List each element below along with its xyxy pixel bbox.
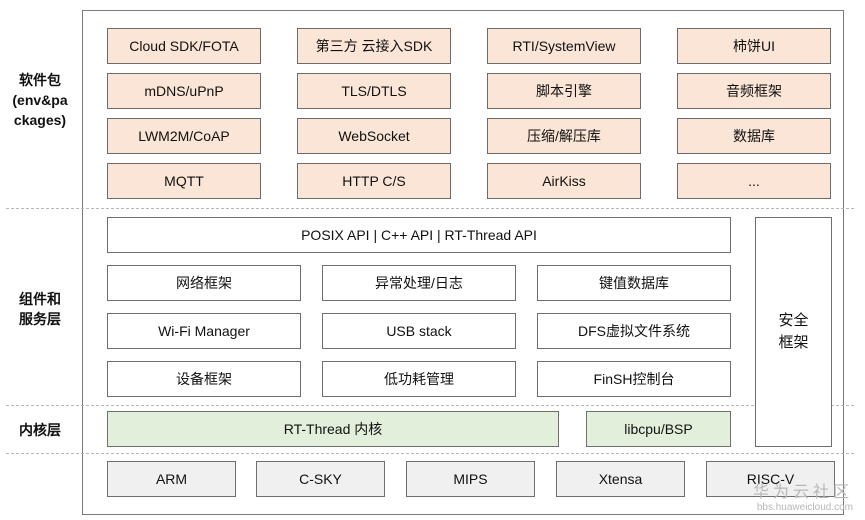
package-rti-systemview: RTI/SystemView: [487, 28, 641, 64]
arch-mips: MIPS: [406, 461, 535, 497]
package-http: HTTP C/S: [297, 163, 451, 199]
package-database: 数据库: [677, 118, 831, 154]
watermark: 华为云社区 bbs.huaweicloud.com: [753, 484, 853, 514]
kernel-rt-thread: RT-Thread 内核: [107, 411, 559, 447]
layer-divider-bottom: [6, 453, 854, 454]
package-cloud-sdk: Cloud SDK/FOTA: [107, 28, 261, 64]
service-low-power: 低功耗管理: [322, 361, 516, 397]
package-persimmon-ui: 柿饼UI: [677, 28, 831, 64]
package-script-engine: 脚本引擎: [487, 73, 641, 109]
api-bar: POSIX API | C++ API | RT-Thread API: [107, 217, 731, 253]
package-tls-dtls: TLS/DTLS: [297, 73, 451, 109]
package-mqtt: MQTT: [107, 163, 261, 199]
layer-label-packages: 软件包 (env&pa ckages): [12, 72, 68, 128]
package-audio-framework: 音频框架: [677, 73, 831, 109]
arch-arm: ARM: [107, 461, 236, 497]
watermark-cn: 华为云社区: [752, 484, 853, 501]
kernel-libcpu-bsp: libcpu/BSP: [586, 411, 731, 447]
service-device-framework: 设备框架: [107, 361, 301, 397]
package-websocket: WebSocket: [297, 118, 451, 154]
layer-divider-top: [6, 208, 854, 209]
package-airkiss: AirKiss: [487, 163, 641, 199]
service-network-framework: 网络框架: [107, 265, 301, 301]
watermark-url: bbs.huaweicloud.com: [756, 502, 853, 513]
arch-xtensa: Xtensa: [556, 461, 685, 497]
service-dfs: DFS虚拟文件系统: [537, 313, 731, 349]
layer-divider-middle: [6, 405, 854, 406]
package-mdns-upnp: mDNS/uPnP: [107, 73, 261, 109]
service-finsh-console: FinSH控制台: [537, 361, 731, 397]
package-compression: 压缩/解压库: [487, 118, 641, 154]
package-lwm2m-coap: LWM2M/CoAP: [107, 118, 261, 154]
arch-c-sky: C-SKY: [256, 461, 385, 497]
service-kv-database: 键值数据库: [537, 265, 731, 301]
arch-risc-v: RISC-V: [706, 461, 835, 497]
layer-label-kernel: 内核层: [19, 422, 61, 438]
service-wifi-manager: Wi-Fi Manager: [107, 313, 301, 349]
service-usb-stack: USB stack: [322, 313, 516, 349]
package-more: ...: [677, 163, 831, 199]
architecture-frame: [82, 10, 844, 515]
package-third-party-cloud: 第三方 云接入SDK: [297, 28, 451, 64]
layer-label-services: 组件和 服务层: [19, 291, 61, 327]
service-exception-log: 异常处理/日志: [322, 265, 516, 301]
security-framework: 安全 框架: [755, 217, 832, 447]
